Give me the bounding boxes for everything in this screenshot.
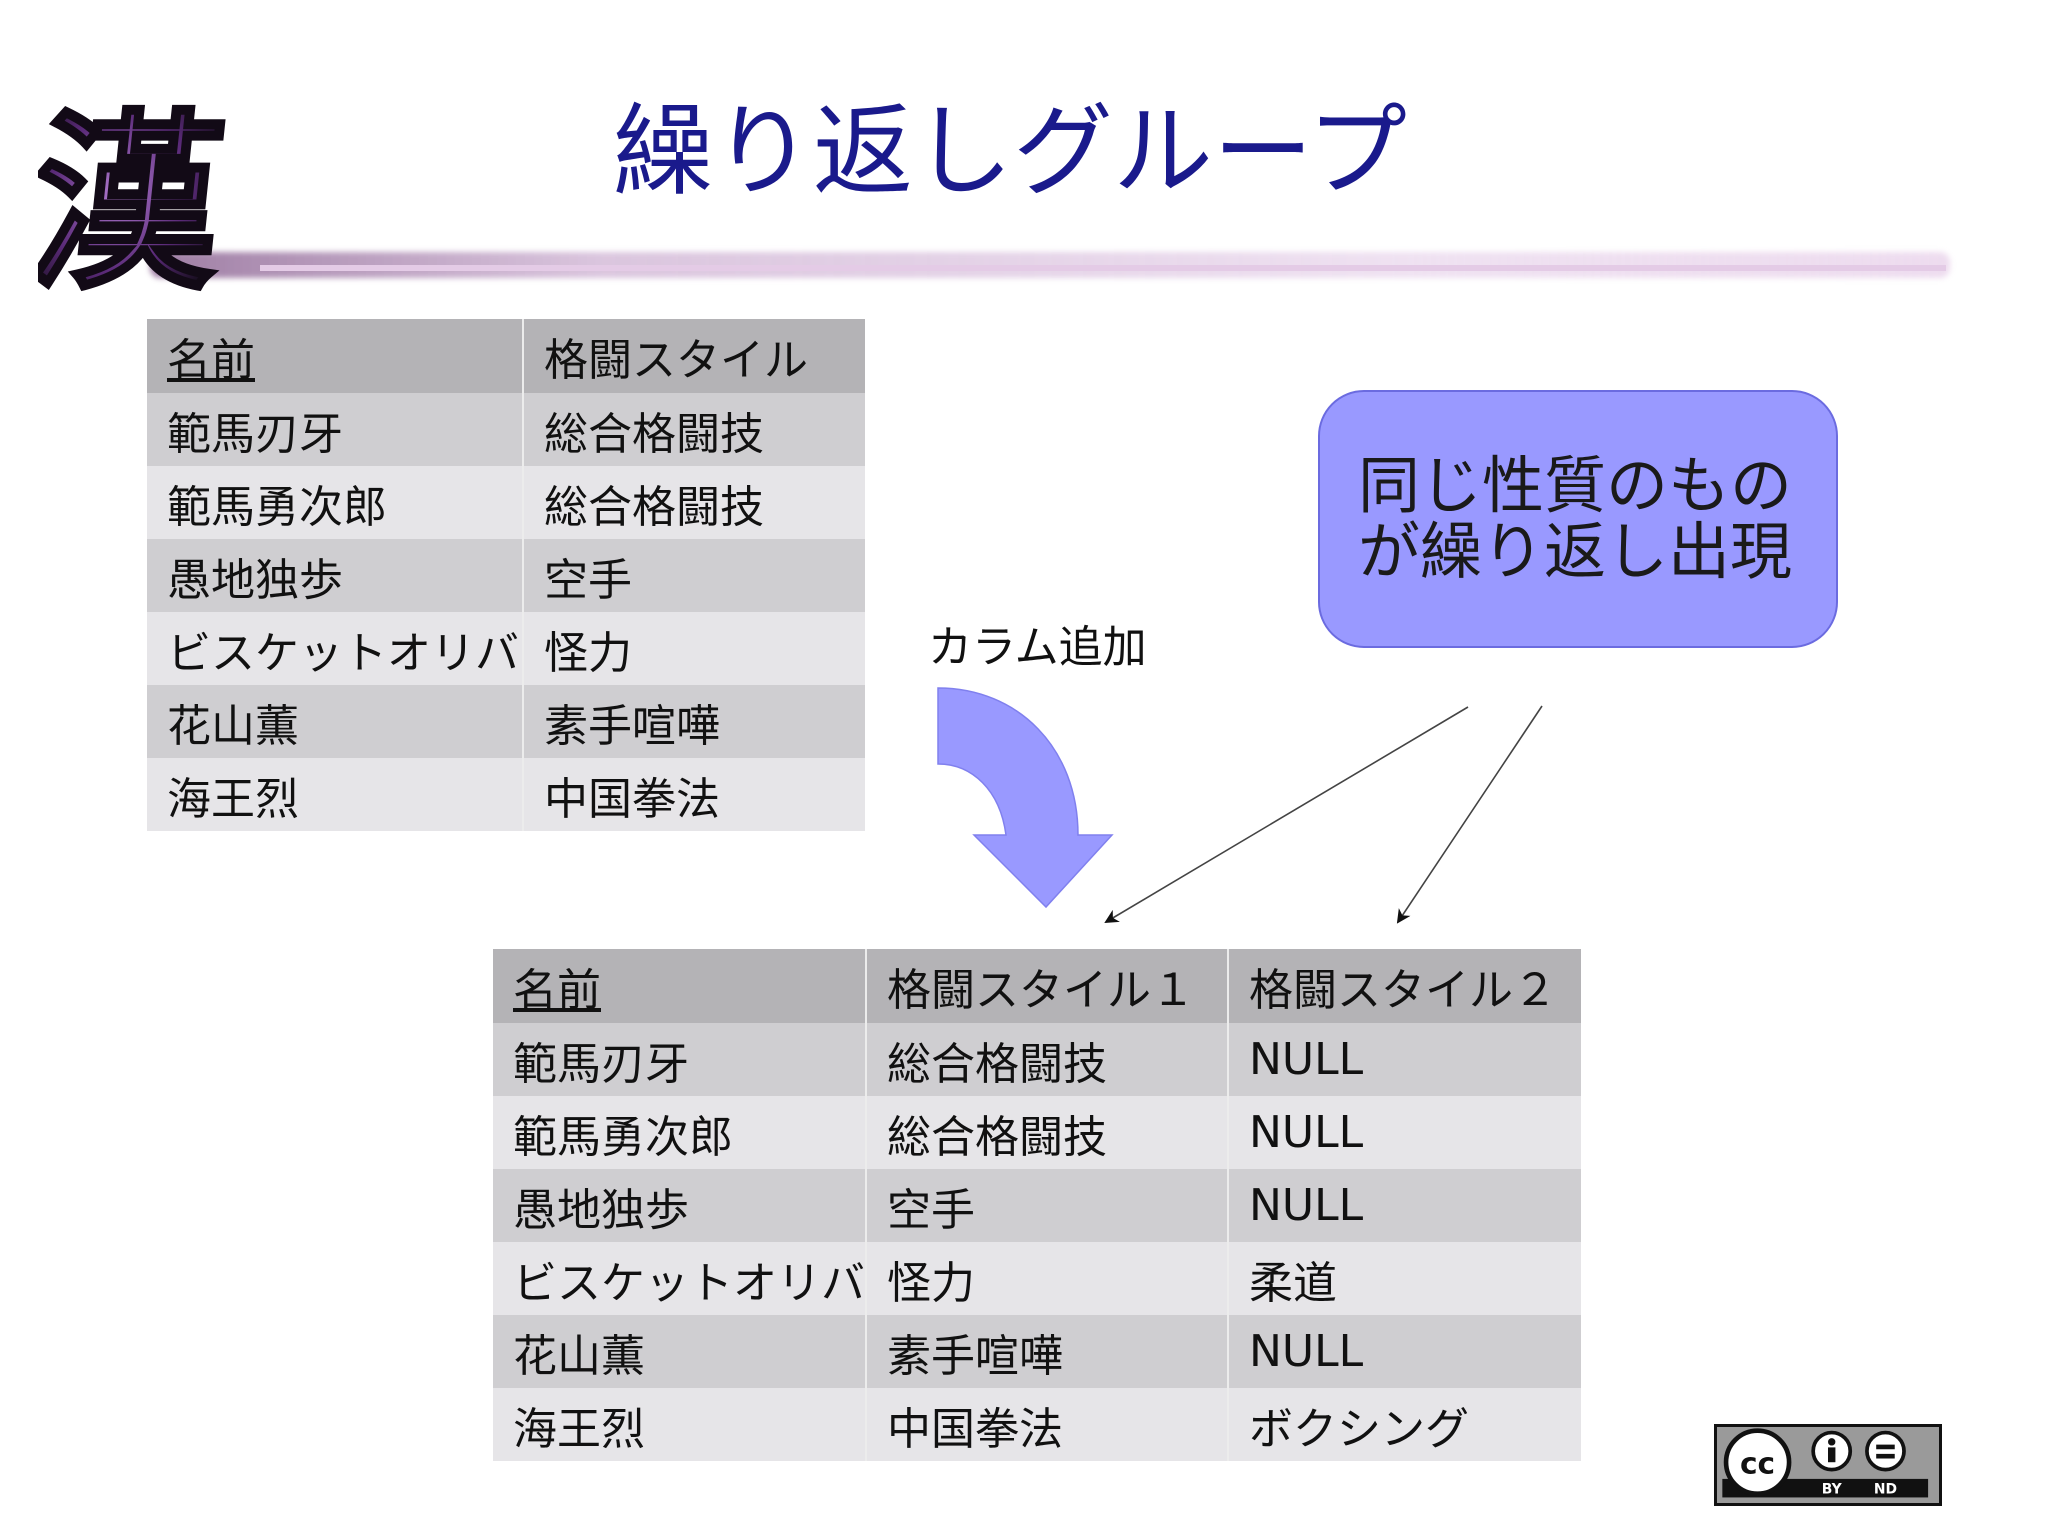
- callout-line-1: 同じ性質のもの: [1358, 449, 1793, 522]
- cell-style-1: 怪力: [865, 1242, 1228, 1315]
- cell-name: 花山薫: [493, 1315, 866, 1388]
- cell-style-2: NULL: [1227, 1096, 1581, 1169]
- curved-arrow-icon: [937, 687, 1114, 909]
- cell-style-1: 素手喧嘩: [865, 1315, 1228, 1388]
- cell-style: 怪力: [522, 612, 865, 685]
- header-style-1: 格闘スタイル１: [865, 949, 1228, 1023]
- table-row: 範馬刃牙 総合格闘技 NULL: [493, 1023, 1581, 1096]
- add-column-label: カラム追加: [928, 622, 1147, 673]
- cell-name: 範馬刃牙: [493, 1023, 866, 1096]
- nd-equals-icon: [1865, 1430, 1906, 1472]
- table-row: 愚地独歩 空手 NULL: [493, 1169, 1581, 1242]
- cell-style-2: NULL: [1227, 1023, 1581, 1096]
- table-row: 海王烈 中国拳法 ボクシング: [493, 1388, 1581, 1461]
- cell-style-2: ボクシング: [1227, 1388, 1581, 1461]
- cell-style-1: 総合格闘技: [865, 1023, 1228, 1096]
- table-row: 海王烈 中国拳法: [147, 758, 865, 831]
- table-row: ビスケットオリバ 怪力 柔道: [493, 1242, 1581, 1315]
- pointer-arrow-1: [1104, 706, 1469, 924]
- cell-name: 範馬勇次郎: [493, 1096, 866, 1169]
- cell-style: 中国拳法: [522, 758, 865, 831]
- header-name: 名前: [147, 319, 523, 393]
- callout-line-2: が繰り返し出現: [1358, 515, 1793, 588]
- cell-style-2: 柔道: [1227, 1242, 1581, 1315]
- cell-name: ビスケットオリバ: [493, 1242, 866, 1315]
- table-row: 花山薫 素手喧嘩 NULL: [493, 1315, 1581, 1388]
- pointer-arrow-2: [1396, 705, 1543, 924]
- cell-name: 範馬刃牙: [147, 393, 523, 466]
- cc-license-badge[interactable]: cc BY ND: [1714, 1424, 1942, 1506]
- svg-text:BY: BY: [1822, 1482, 1843, 1498]
- table-after: 名前 格闘スタイル１ 格闘スタイル２ 範馬刃牙 総合格闘技 NULL 範馬勇次郎…: [493, 949, 1581, 1461]
- table-row: 愚地独歩 空手: [147, 539, 865, 612]
- cell-name: 愚地独歩: [147, 539, 523, 612]
- cell-style-1: 総合格闘技: [865, 1096, 1228, 1169]
- svg-text:ND: ND: [1874, 1482, 1897, 1498]
- cell-name: 海王烈: [147, 758, 523, 831]
- table-before: 名前 格闘スタイル 範馬刃牙 総合格闘技 範馬勇次郎 総合格闘技 愚地独歩 空手…: [147, 319, 865, 831]
- kanji-logo: 漢: [38, 92, 237, 302]
- cell-style-2: NULL: [1227, 1315, 1581, 1388]
- header-name: 名前: [493, 949, 866, 1023]
- cc-badge-graphic: cc BY ND: [1722, 1428, 1929, 1498]
- cell-name: 愚地独歩: [493, 1169, 866, 1242]
- cell-style-2: NULL: [1227, 1169, 1581, 1242]
- cell-style-1: 空手: [865, 1169, 1228, 1242]
- table-row: 花山薫 素手喧嘩: [147, 685, 865, 758]
- slide-title: 繰り返しグループ: [613, 93, 1407, 210]
- callout-text: 同じ性質のもの が繰り返し出現: [1358, 453, 1798, 585]
- table-header-row: 名前 格闘スタイル１ 格闘スタイル２: [493, 949, 1581, 1023]
- cell-style: 空手: [522, 539, 865, 612]
- header-style-2: 格闘スタイル２: [1227, 949, 1581, 1023]
- cell-style: 総合格闘技: [522, 466, 865, 539]
- cell-name: 海王烈: [493, 1388, 866, 1461]
- logo-glyph: 漢: [38, 92, 235, 302]
- callout-box: 同じ性質のもの が繰り返し出現: [1318, 390, 1838, 648]
- title-underline: [260, 265, 1946, 271]
- cell-style-1: 中国拳法: [865, 1388, 1228, 1461]
- header-style: 格闘スタイル: [522, 319, 865, 393]
- cell-name: ビスケットオリバ: [147, 612, 523, 685]
- table-row: 範馬勇次郎 総合格闘技: [147, 466, 865, 539]
- svg-text:cc: cc: [1740, 1445, 1775, 1480]
- table-row: 範馬勇次郎 総合格闘技 NULL: [493, 1096, 1581, 1169]
- cell-name: 花山薫: [147, 685, 523, 758]
- cell-style: 総合格闘技: [522, 393, 865, 466]
- cc-icon: [1723, 1428, 1792, 1497]
- cell-name: 範馬勇次郎: [147, 466, 523, 539]
- table-row: 範馬刃牙 総合格闘技: [147, 393, 865, 466]
- cell-style: 素手喧嘩: [522, 685, 865, 758]
- table-row: ビスケットオリバ 怪力: [147, 612, 865, 685]
- table-header-row: 名前 格闘スタイル: [147, 319, 865, 393]
